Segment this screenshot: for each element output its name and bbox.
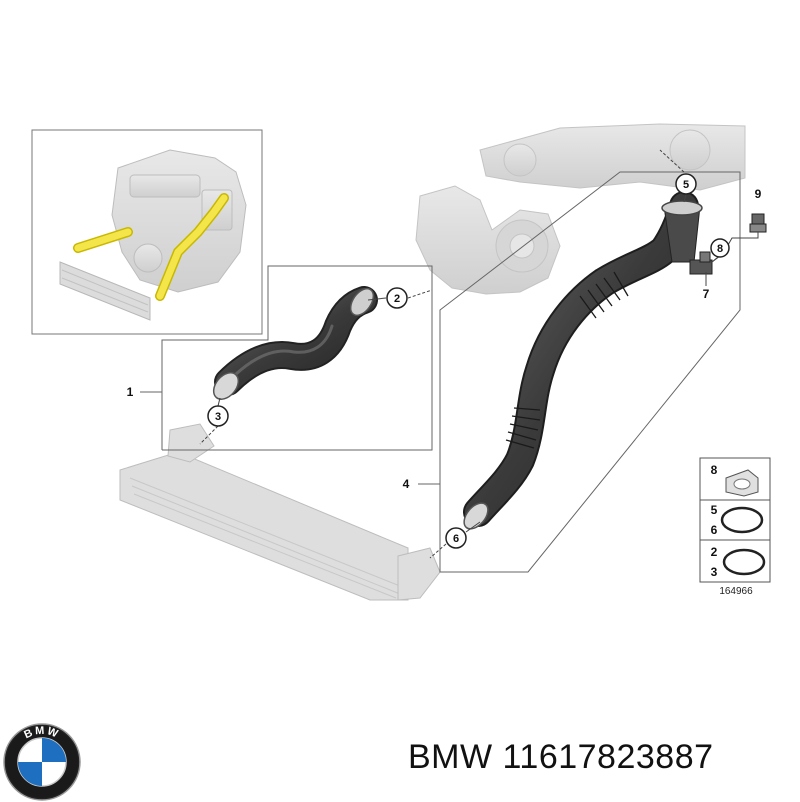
legend-label-8: 8 (711, 463, 718, 477)
legend-label-5: 5 (711, 503, 718, 517)
hose-4-corrugations (505, 271, 629, 449)
diagram-number: 164966 (719, 586, 753, 597)
callout-8[interactable]: 8 (710, 238, 730, 258)
product-title: BMW 11617823887 (408, 738, 714, 776)
frame-hose-1 (140, 265, 433, 451)
callout-6[interactable]: 6 (445, 527, 467, 549)
label-7[interactable]: 7 (703, 287, 710, 301)
overview-highlight-pipes (73, 193, 229, 301)
svg-text:3: 3 (215, 411, 221, 423)
ghost-intercooler (119, 423, 441, 601)
callout-5[interactable]: 5 (675, 173, 697, 195)
o-ring-icon-small (722, 548, 766, 576)
frame-hose-4 (418, 171, 741, 573)
svg-text:5: 5 (683, 179, 689, 191)
hose-1 (212, 286, 378, 400)
svg-text:BMW: BMW (22, 725, 61, 741)
logo-text: BMW (22, 725, 59, 741)
callout-2[interactable]: 2 (386, 287, 408, 309)
ghost-turbo (415, 123, 746, 295)
label-1[interactable]: 1 (127, 385, 134, 399)
seals-legend: 8 5 6 2 3 (699, 457, 771, 583)
label-4[interactable]: 4 (403, 477, 410, 491)
svg-text:2: 2 (394, 293, 400, 305)
o-ring-icon-large (720, 506, 764, 534)
legend-label-6: 6 (711, 523, 718, 537)
hose-4 (463, 191, 713, 530)
legend-label-2: 2 (711, 545, 718, 559)
label-9[interactable]: 9 (755, 187, 762, 201)
bmw-logo: BMW (3, 723, 81, 801)
legend-label-3: 3 (711, 565, 718, 579)
overview-intercooler (59, 261, 151, 321)
overview-inset (31, 129, 263, 335)
svg-text:6: 6 (453, 533, 459, 545)
callout-3[interactable]: 3 (207, 405, 229, 427)
leader-lines (199, 149, 721, 559)
svg-text:8: 8 (717, 243, 723, 255)
